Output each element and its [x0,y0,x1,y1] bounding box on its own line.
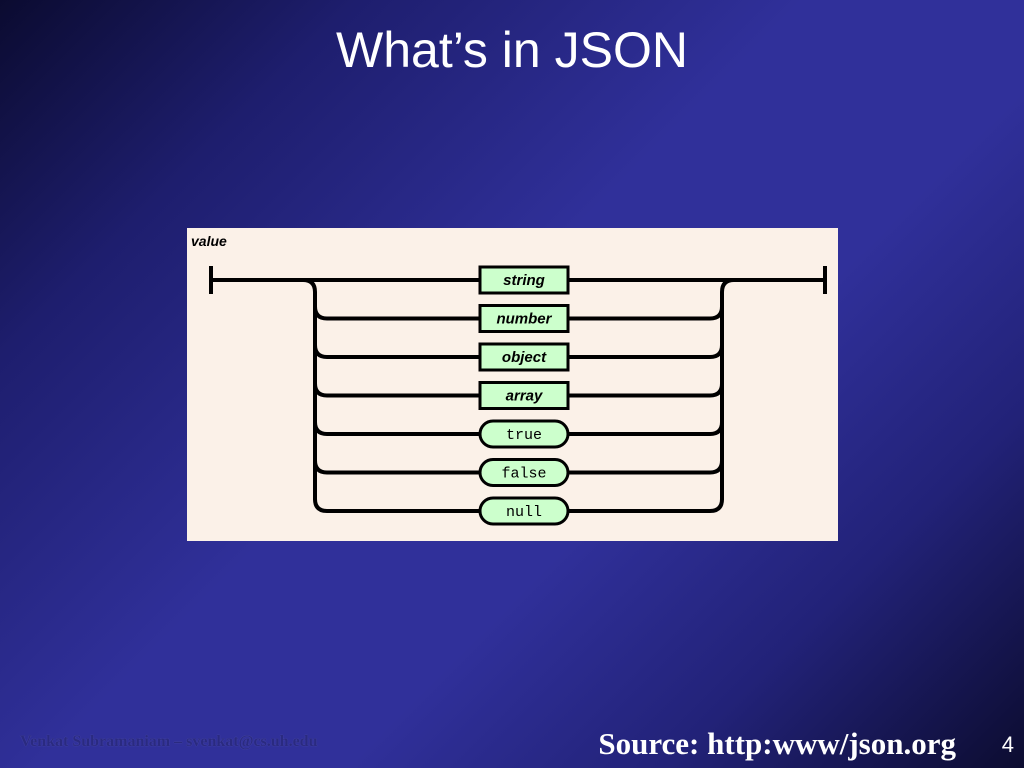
literal-node-shape [478,419,570,449]
node-label: number [496,311,552,328]
rule-node-shape [478,342,570,372]
branch-track-right [566,420,724,436]
branch-track-left [313,458,482,475]
branch-track-right [566,381,724,398]
node-label: false [501,466,546,483]
slide-number: 4 [1001,732,1014,757]
branch-track-right [566,458,724,475]
branch-track-left [313,343,482,359]
node-label: null [506,504,542,521]
rule-node-shape [478,304,570,333]
node-label: array [506,388,543,405]
node-null: null [478,496,570,526]
rule-node-shape [478,381,570,410]
diagram-nodes: string number object array true false null [478,265,570,526]
left-branch-bus [301,278,317,501]
node-label: object [502,349,547,366]
branch-track-left [313,420,482,436]
branch-track-left [313,381,482,398]
node-string: string [478,265,570,295]
branch-track-right [566,304,724,321]
node-label: string [503,272,545,289]
rule-node-shape [478,265,570,295]
railroad-diagram: value string number object array true false nu… [187,228,838,541]
diagram-heading: value [191,233,227,249]
railroad-diagram-svg: value string number object array true false nu… [191,233,827,526]
node-false: false [478,458,570,487]
literal-node-shape [478,458,570,487]
node-true: true [478,419,570,449]
node-label: true [506,427,542,444]
node-object: object [478,342,570,372]
branch-track-right [566,343,724,359]
diagram-tracks [209,266,827,513]
branch-track-left [313,304,482,321]
node-number: number [478,304,570,333]
literal-node-shape [478,496,570,526]
branch-track-right [566,497,724,513]
footer-author: Venkat Subramaniam – svenkat@cs.uh.edu [20,733,318,750]
right-branch-bus [720,278,736,501]
branch-track-left [313,497,482,513]
slide-title: What’s in JSON [336,22,688,78]
footer-source: Source: http:www/json.org [598,726,956,761]
node-array: array [478,381,570,410]
